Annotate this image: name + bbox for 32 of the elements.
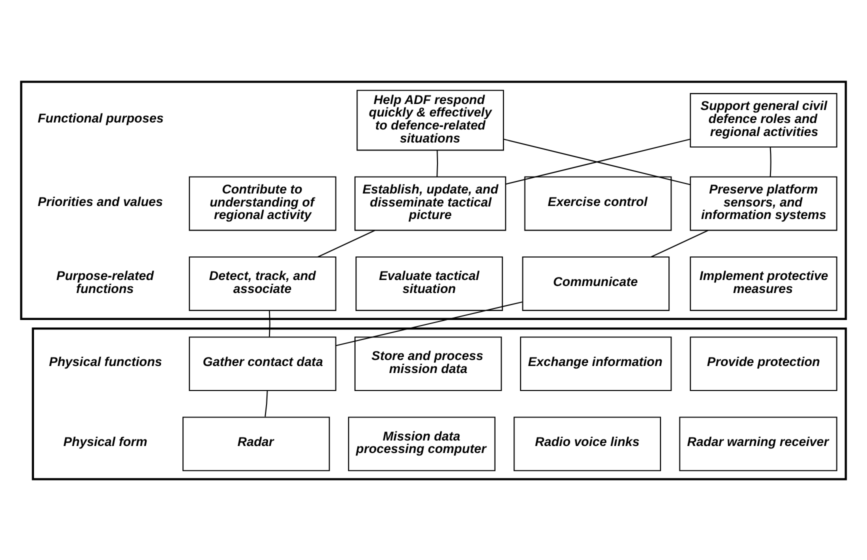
node-box: Help ADF respond quickly & effectively to defence-related situations (356, 89, 504, 150)
node-box: Evaluate tactical situation (356, 256, 503, 310)
node-box: Radar (182, 416, 330, 471)
connector (264, 390, 268, 416)
label: Functional purposes (38, 110, 164, 126)
label: Purpose-related functions (56, 268, 154, 296)
connector (268, 310, 270, 336)
node-box: Support general civil defence roles and regional activities (690, 92, 838, 147)
label: Physical functions (48, 354, 162, 369)
label: Physical form (63, 434, 148, 449)
connector (650, 229, 708, 257)
node-box: Radar warning receiver (679, 416, 838, 471)
node-box: Gather contact data (188, 336, 336, 391)
node-box: Mission data processing computer (348, 416, 496, 471)
node-box: Preserve platform sensors, and information systems (690, 176, 838, 230)
connector (436, 150, 438, 176)
node-box: Provide protection (690, 336, 838, 391)
node-box: Communicate (522, 256, 670, 310)
node-box: Store and process mission data (354, 336, 502, 391)
cluster (20, 80, 847, 320)
node-box: Implement protective measures (690, 256, 838, 310)
node-box: Exchange information (520, 336, 672, 391)
label: Priorities and values (38, 193, 163, 208)
cluster (32, 327, 847, 480)
node-box: Establish, update, and disseminate tactical picture (354, 176, 506, 230)
connector (770, 146, 772, 176)
node-box: Detect, track, and associate (188, 256, 336, 310)
node-box: Radio voice links (514, 416, 662, 471)
node-box: Contribute to understanding of regional activity (188, 176, 336, 230)
connector (336, 300, 522, 346)
connector (318, 229, 376, 257)
node-box: Exercise control (524, 176, 672, 230)
